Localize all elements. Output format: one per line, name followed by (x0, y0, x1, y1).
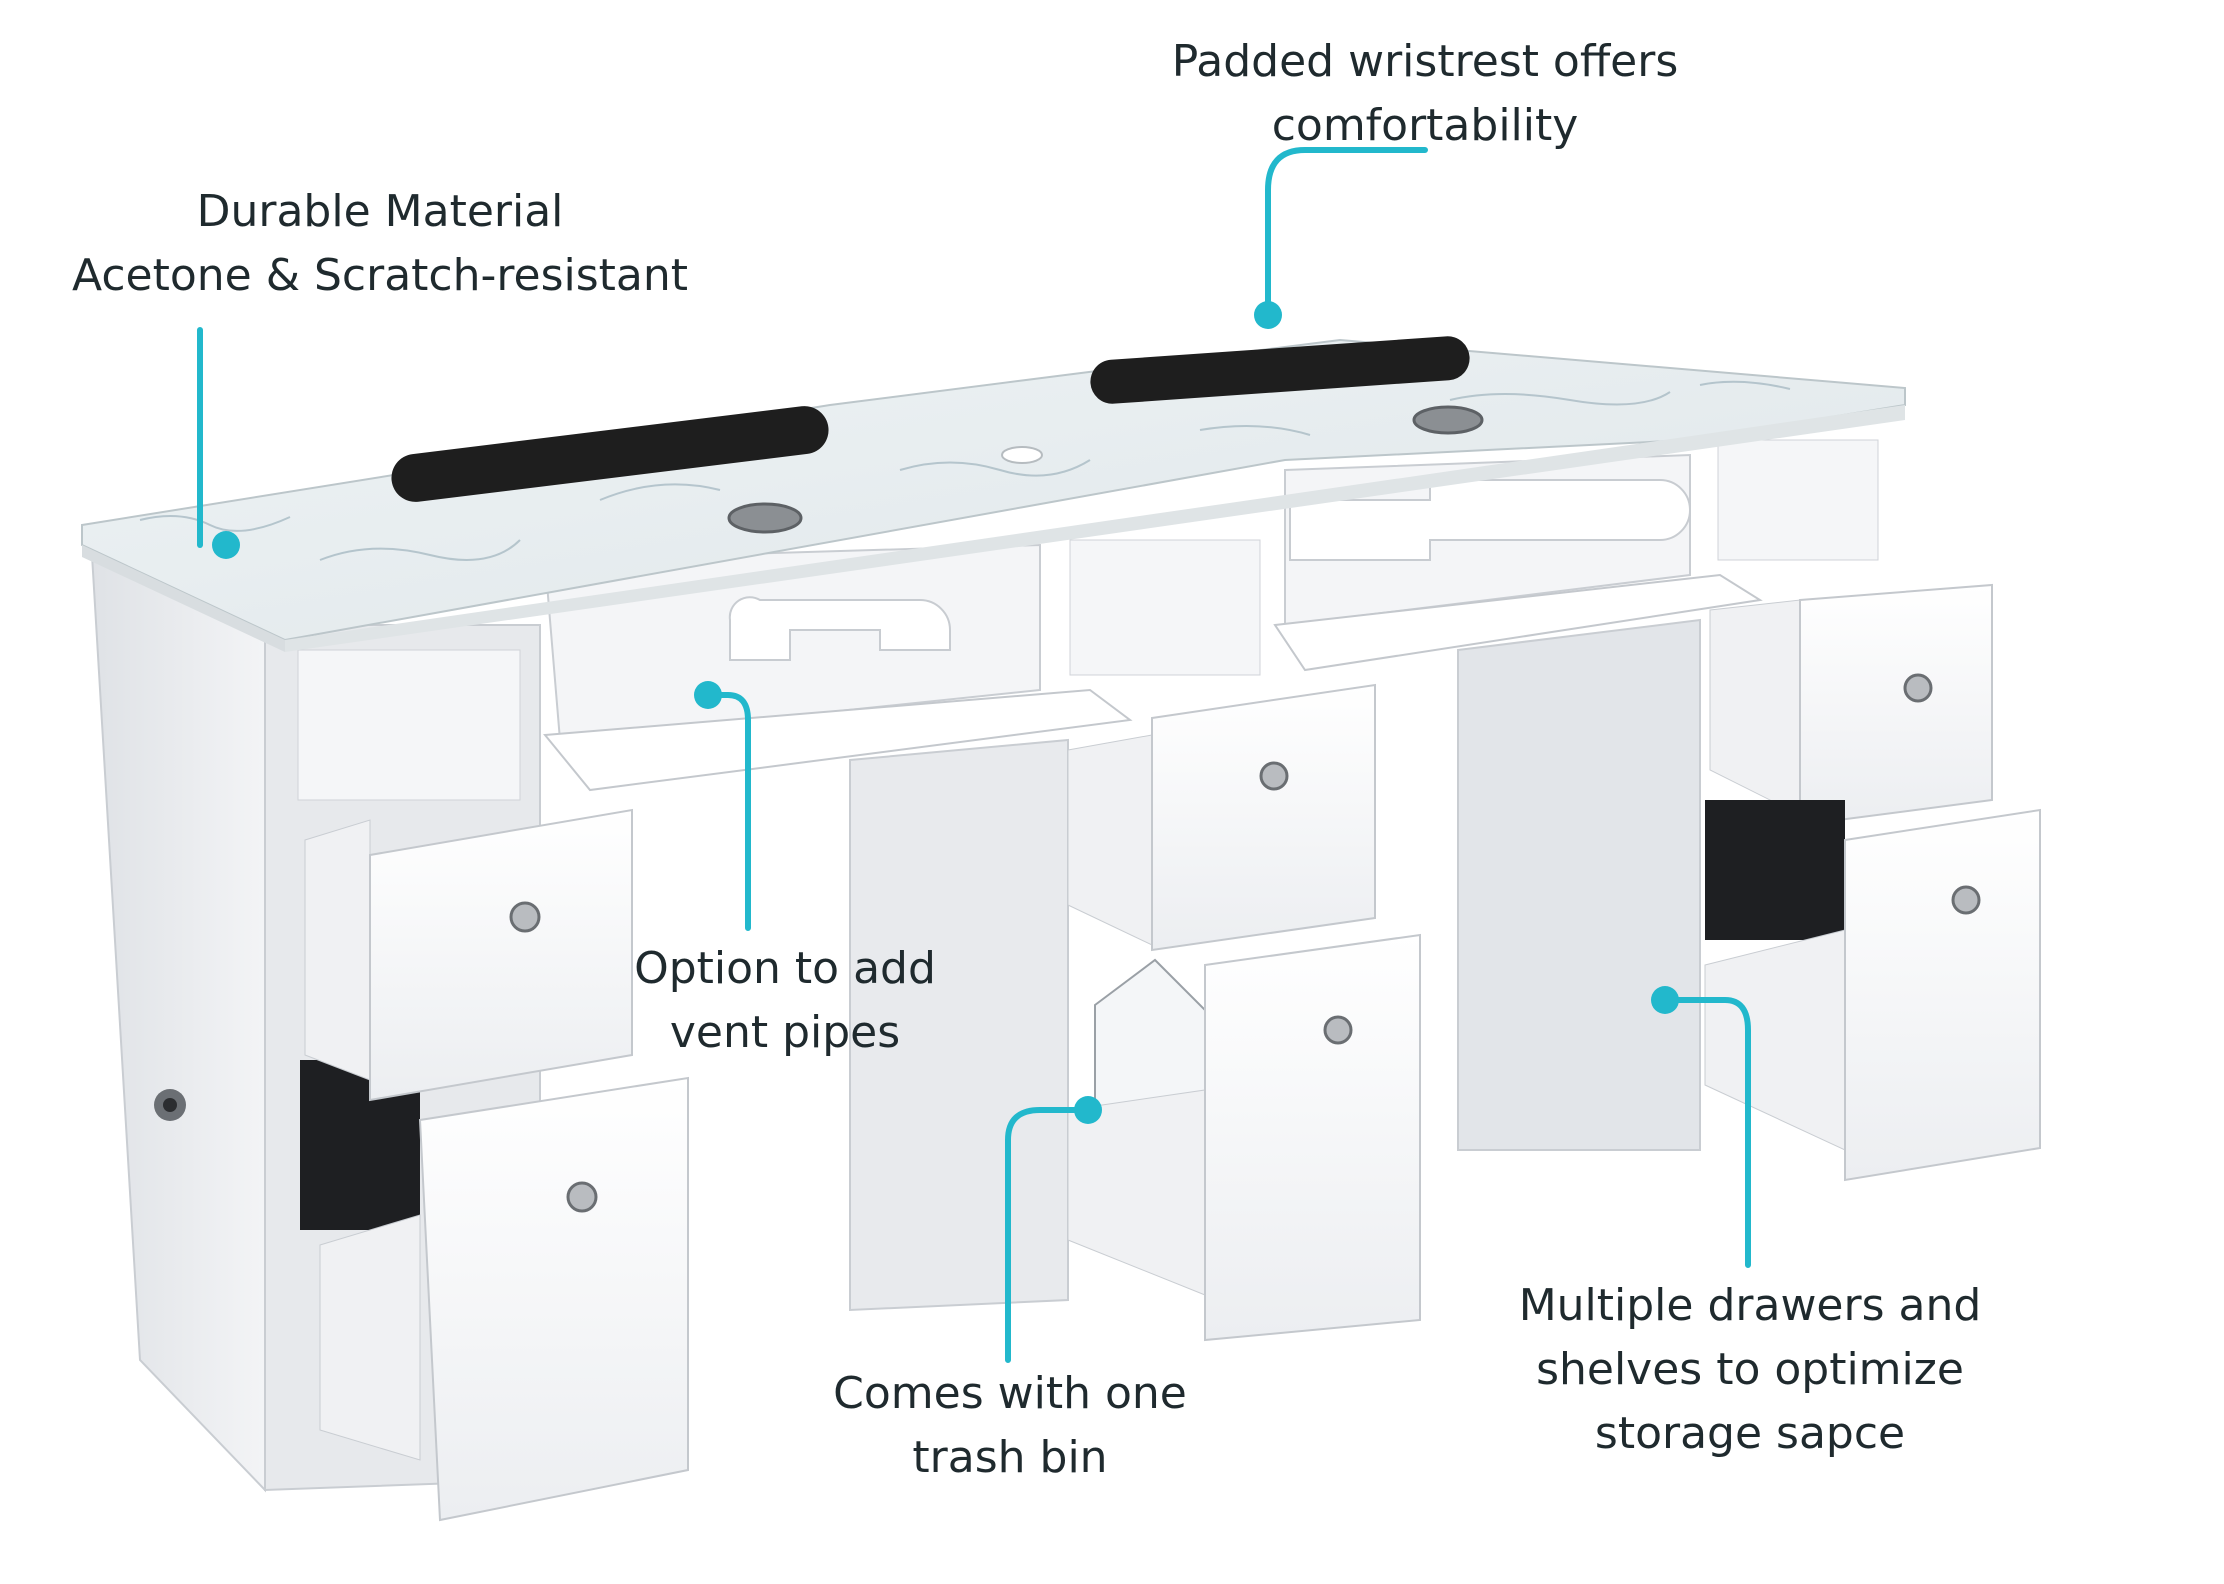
left-lower-drawer[interactable] (418, 1076, 689, 1522)
left-upper-drawer[interactable] (369, 808, 633, 1102)
wristrest-label: Padded wristrest offers comfortability (1171, 36, 1679, 151)
drawer-knob[interactable] (509, 901, 541, 933)
right-upper-drawer-box (1709, 599, 1801, 816)
right-flip-tray (1273, 573, 1763, 672)
left-upper-drawer-box (304, 819, 371, 1081)
left-flip-tray (543, 688, 1133, 792)
right-upper-drawer[interactable] (1799, 583, 1993, 827)
durable-marker (212, 531, 240, 559)
right-lower-drawer-box (1704, 929, 1846, 1151)
center-lower-drawer[interactable] (1204, 933, 1421, 1342)
left-open-shelf (297, 649, 521, 801)
left-wristrest (391, 406, 829, 502)
center-upper-drawer-box (1067, 734, 1153, 946)
wristrest-leader-line (1265, 147, 1428, 315)
drawers-shelves-label: Multiple drawers and shelves to optimize… (1518, 1280, 1982, 1459)
center-pedestal (849, 738, 1069, 1312)
durable-material-label: Durable Material Acetone & Scratch-resis… (72, 186, 688, 301)
trash-leader-line (1005, 1107, 1091, 1363)
drawer-knob[interactable] (1323, 1015, 1353, 1045)
center-upper-drawer[interactable] (1151, 683, 1376, 952)
vent-leader-line (703, 692, 751, 931)
wristrest-marker (1254, 301, 1282, 329)
right-lower-drawer[interactable] (1844, 808, 2041, 1182)
trash-bin-label: Comes with one trash bin (833, 1368, 1187, 1483)
drawers-leader-line (1662, 997, 1751, 1268)
drawer-knob[interactable] (1259, 761, 1289, 791)
drawer-knob[interactable] (1951, 885, 1981, 915)
vent-marker (694, 681, 722, 709)
trash-marker (1074, 1096, 1102, 1124)
vent-pipes-label: Option to add vent pipes (634, 943, 936, 1058)
left-vent-grill (727, 502, 803, 534)
drawer-knob[interactable] (566, 1181, 598, 1213)
drawers-marker (1651, 986, 1679, 1014)
left-end-panel (90, 553, 266, 1493)
right-vent-grill (1412, 405, 1484, 435)
right-wristrest (1090, 336, 1470, 404)
drawer-knob[interactable] (1903, 673, 1933, 703)
right-pedestal (1457, 618, 1701, 1151)
right-open-shelf (1717, 439, 1879, 561)
center-open-shelf (1069, 539, 1261, 676)
left-lower-drawer-box (319, 1214, 421, 1461)
